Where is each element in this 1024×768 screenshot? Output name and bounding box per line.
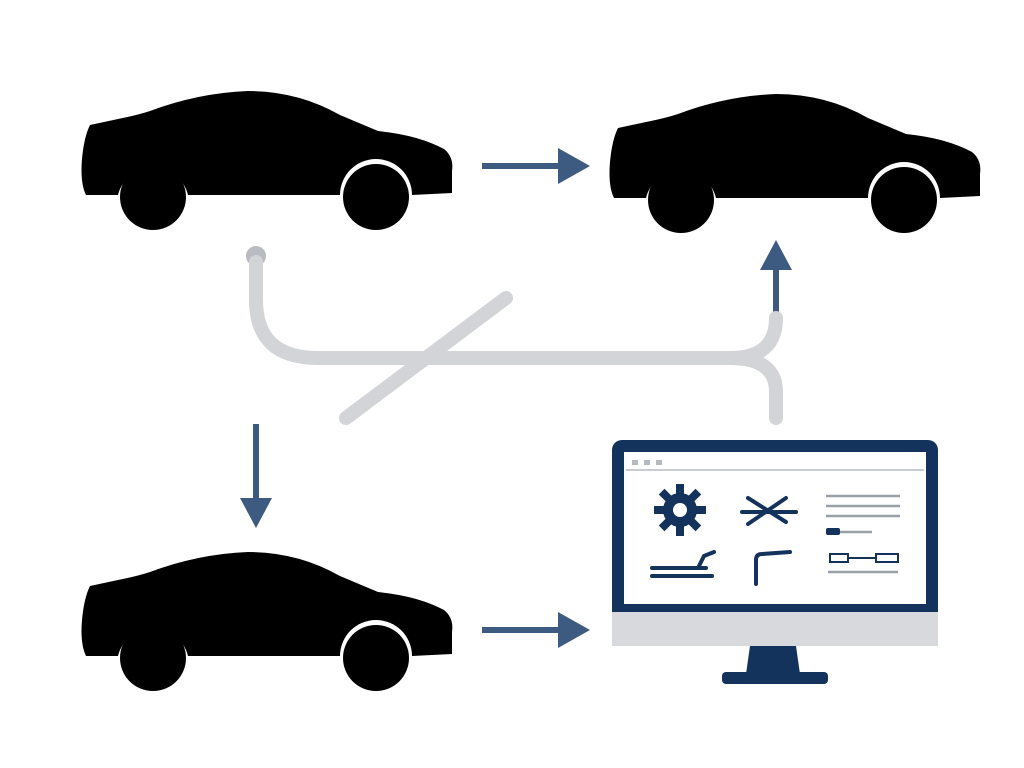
monitor (612, 440, 938, 684)
cross-tool-icon (740, 496, 798, 526)
arrow-right-top (482, 148, 590, 184)
arrow-down-left (240, 424, 272, 528)
arrow-right-bottom (482, 612, 590, 648)
car-duplicate (81, 552, 453, 691)
car-ghost (609, 94, 981, 233)
ramp-tool-icon (650, 550, 716, 578)
slider-icon (826, 528, 872, 535)
window-dot (632, 460, 638, 465)
chain-link-icon (828, 553, 899, 574)
car-original (81, 91, 453, 230)
bracket-tool-icon (754, 550, 792, 586)
window-dot (656, 460, 662, 465)
window-dot (644, 460, 650, 465)
monitor-stand (746, 646, 800, 674)
gear-icon (654, 484, 706, 536)
track-path (246, 246, 783, 425)
arrow-up-right (760, 240, 792, 320)
text-lines-icon (826, 494, 900, 518)
